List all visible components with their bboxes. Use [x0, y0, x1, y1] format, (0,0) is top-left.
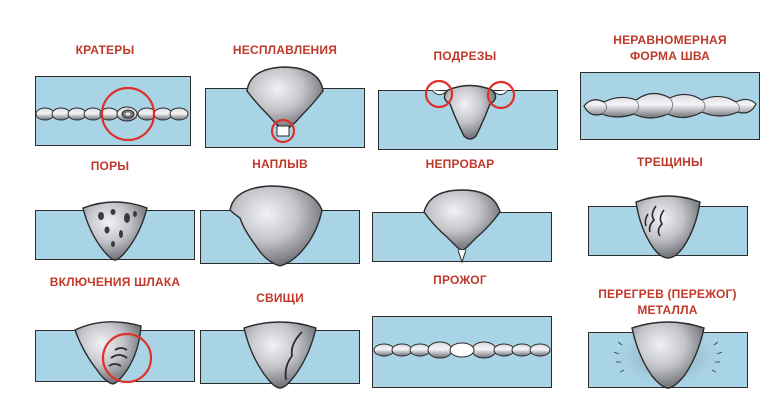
weld-section [424, 79, 516, 140]
surface-bead-burn-through [373, 341, 551, 359]
weld-section [74, 321, 153, 385]
panel-slag-inclusions [35, 316, 195, 390]
panel-undercuts [378, 76, 558, 151]
label-burn-through: ПРОЖОГ [433, 273, 487, 287]
label-lack-of-fusion: НЕСПЛАВЛЕНИЯ [232, 43, 338, 57]
panel-craters [35, 76, 191, 146]
label-incomplete-penetration: НЕПРОВАР [425, 157, 495, 171]
panel-burn-through [372, 316, 552, 388]
weld-section [246, 66, 324, 144]
panel-cracks [588, 188, 748, 262]
panel-fistulas [200, 314, 360, 392]
label-overlap: НАПЛЫВ [252, 157, 308, 171]
label-uneven-bead-line2: ФОРМА ШВА [629, 49, 710, 63]
label-overheating-line1: ПЕРЕГРЕВ (ПЕРЕЖОГ) [598, 287, 737, 301]
weld-section [229, 185, 323, 267]
label-pores: ПОРЫ [90, 159, 130, 173]
surface-bead-uneven [583, 92, 757, 119]
weld-section [423, 189, 501, 264]
highlight-ring [100, 86, 156, 142]
panel-overlap [200, 180, 360, 272]
burn-hole [449, 342, 475, 358]
cracks-marks [644, 205, 665, 237]
weld-section [635, 195, 701, 259]
label-cracks: ТРЕЩИНЫ [636, 155, 703, 169]
panel-overheating [588, 321, 748, 396]
panel-uneven-bead [580, 72, 760, 140]
label-undercuts: ПОДРЕЗЫ [433, 49, 497, 63]
surface-bead-with-crater [35, 86, 189, 142]
weld-section [612, 321, 724, 390]
panel-pores [35, 196, 195, 264]
label-slag-inclusions: ВКЛЮЧЕНИЯ ШЛАКА [49, 275, 181, 289]
heat-hatching [613, 341, 723, 373]
fistula-channel [284, 331, 303, 381]
label-fistulas: СВИЩИ [256, 291, 304, 305]
highlight-ring [101, 332, 153, 384]
slag-marks [108, 347, 128, 367]
weld-section [243, 321, 317, 389]
label-overheating-line2: МЕТАЛЛА [637, 303, 698, 317]
pores-marks [98, 209, 137, 247]
highlight-ring [486, 80, 516, 110]
weld-section [82, 201, 148, 261]
label-uneven-bead-line1: НЕРАВНОМЕРНАЯ [613, 33, 727, 47]
panel-lack-of-fusion [205, 64, 365, 148]
highlight-ring [270, 118, 296, 144]
panel-incomplete-penetration [372, 186, 552, 266]
highlight-ring [424, 79, 454, 109]
label-craters: КРАТЕРЫ [75, 43, 135, 57]
